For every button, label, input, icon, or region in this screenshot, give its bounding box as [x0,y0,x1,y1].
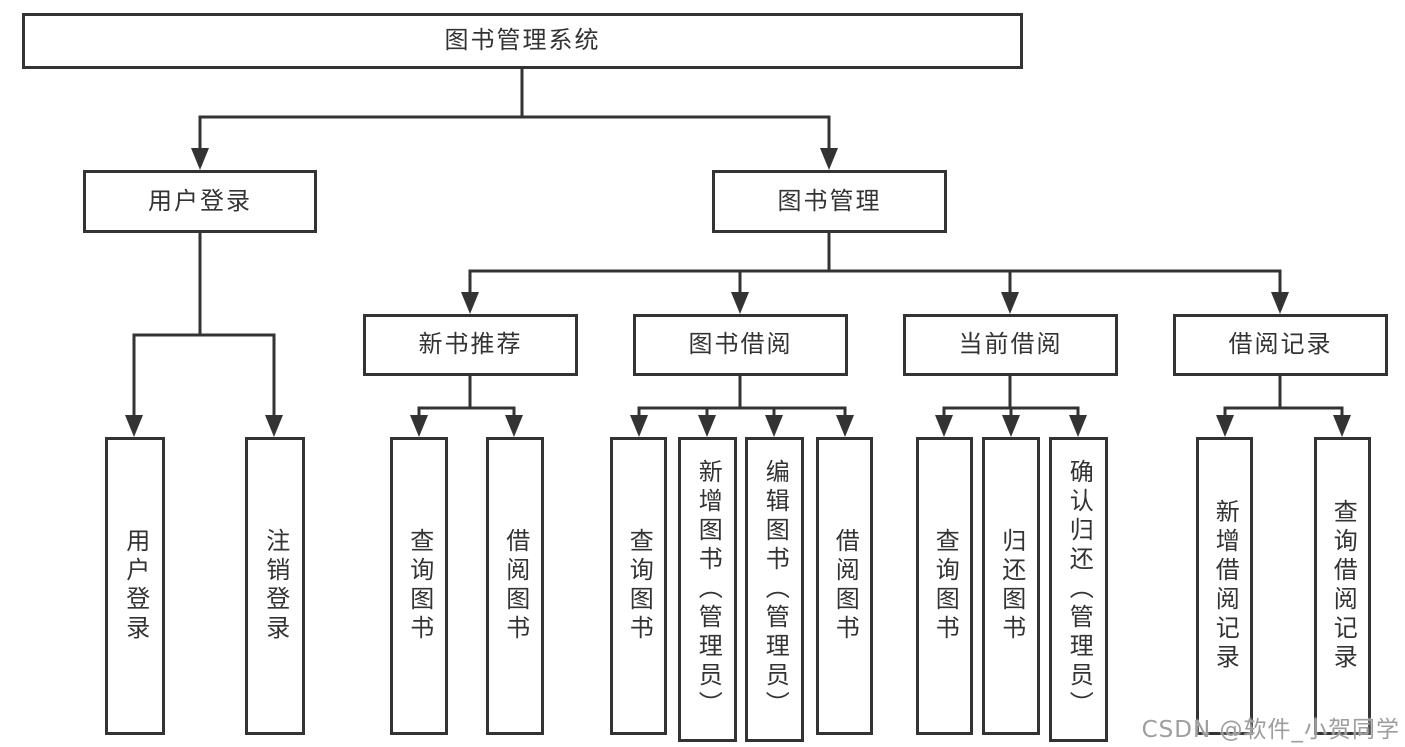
leaf-query-borrow-record-label: 查询借阅记录 [1329,499,1358,673]
watermark: CSDN @软件_小贺同学 [1141,717,1400,743]
leaf-user-login-label: 用户登录 [121,528,150,644]
node-root-label: 图书管理系统 [444,26,601,55]
leaf-query-books-borrow: 查询图书 [610,437,667,735]
node-current-borrowing-label: 当前借阅 [958,330,1063,359]
leaf-query-books-current-label: 查询图书 [931,528,960,644]
leaf-edit-books-admin: 编辑图书（管理员） [745,437,804,742]
node-borrowing-records-label: 借阅记录 [1228,330,1333,359]
leaf-confirm-return-admin: 确认归还（管理员） [1049,437,1108,742]
leaf-confirm-return-admin-label: 确认归还（管理员） [1065,459,1094,720]
node-new-book-recommendation: 新书推荐 [363,314,578,376]
leaf-return-books-label: 归还图书 [997,528,1026,644]
leaf-query-books-recommend-label: 查询图书 [405,528,434,644]
leaf-logout: 注销登录 [245,437,305,735]
leaf-add-books-admin: 新增图书（管理员） [678,437,737,742]
leaf-logout-label: 注销登录 [261,528,290,644]
leaf-query-borrow-record: 查询借阅记录 [1314,437,1371,735]
leaf-user-login: 用户登录 [105,437,165,735]
node-new-book-recommendation-label: 新书推荐 [418,330,523,359]
leaf-query-books-current: 查询图书 [916,437,973,735]
leaf-borrow-books: 借阅图书 [816,437,873,735]
leaf-add-borrow-record: 新增借阅记录 [1196,437,1253,735]
node-borrowing-records: 借阅记录 [1173,314,1388,376]
leaf-add-books-admin-label: 新增图书（管理员） [694,459,723,720]
node-book-borrowing: 图书借阅 [633,314,848,376]
node-user-login: 用户登录 [83,170,317,233]
leaf-add-borrow-record-label: 新增借阅记录 [1211,499,1240,673]
leaf-return-books: 归还图书 [982,437,1040,735]
node-book-management: 图书管理 [712,170,947,233]
node-book-management-label: 图书管理 [777,186,882,215]
node-current-borrowing: 当前借阅 [903,314,1118,376]
node-book-borrowing-label: 图书借阅 [688,330,793,359]
node-root: 图书管理系统 [22,13,1023,69]
leaf-borrow-books-recommend: 借阅图书 [486,437,544,735]
leaf-edit-books-admin-label: 编辑图书（管理员） [761,459,790,720]
leaf-borrow-books-recommend-label: 借阅图书 [501,528,530,644]
leaf-borrow-books-label: 借阅图书 [831,528,860,644]
leaf-query-books-borrow-label: 查询图书 [625,528,654,644]
leaf-query-books-recommend: 查询图书 [390,437,448,735]
node-user-login-label: 用户登录 [148,186,252,215]
